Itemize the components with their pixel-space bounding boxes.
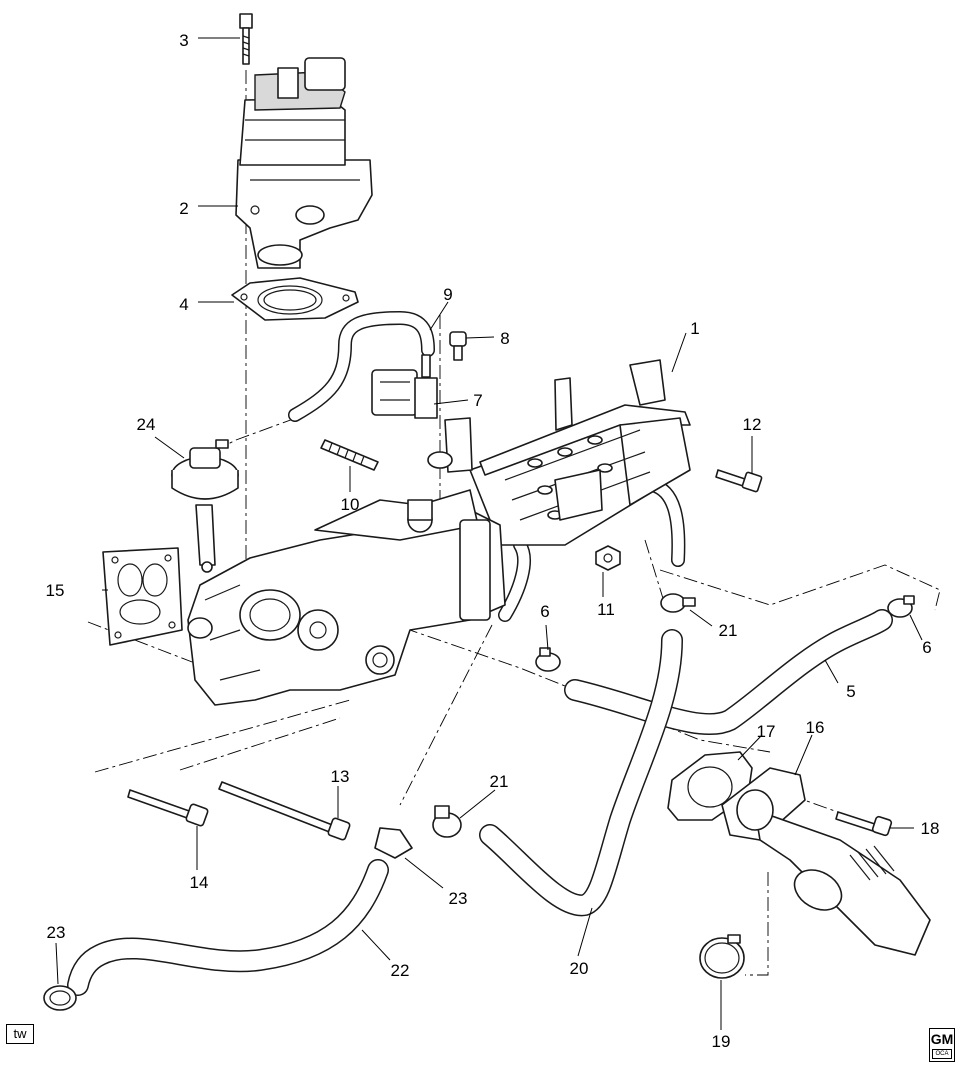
callout-label: 18 bbox=[921, 819, 940, 838]
egr-valve bbox=[235, 57, 373, 269]
screw-8 bbox=[449, 331, 467, 361]
pipe-16 bbox=[721, 767, 931, 956]
logo-mark: GM bbox=[930, 1031, 954, 1047]
callout-label: 22 bbox=[391, 961, 410, 980]
view-tag: tw bbox=[6, 1024, 34, 1044]
callout-label: 23 bbox=[449, 889, 468, 908]
callout-label: 11 bbox=[597, 600, 615, 619]
callout-label: 16 bbox=[806, 718, 825, 737]
gm-logo: GM OCA bbox=[929, 1028, 955, 1062]
callout-labels: 1 2 3 4 5 6 6 7 8 9 10 11 12 13 14 15 16… bbox=[46, 31, 940, 1051]
bolt-3 bbox=[239, 13, 253, 65]
egr-cooler-1 bbox=[444, 359, 691, 546]
callout-label: 21 bbox=[719, 621, 738, 640]
callout-label: 6 bbox=[922, 638, 931, 657]
callout-label: 23 bbox=[47, 923, 66, 942]
callout-label: 10 bbox=[341, 495, 360, 514]
callout-label: 9 bbox=[443, 285, 452, 304]
gasket-15 bbox=[102, 547, 183, 646]
hose-22 bbox=[67, 859, 389, 996]
callout-label: 13 bbox=[331, 767, 350, 786]
callout-label: 14 bbox=[190, 873, 209, 892]
callout-label: 21 bbox=[490, 772, 509, 791]
clamp-23-lower bbox=[43, 985, 77, 1011]
callout-label: 15 bbox=[46, 581, 65, 600]
bolt-18 bbox=[835, 811, 893, 837]
callout-label: 19 bbox=[712, 1032, 731, 1051]
vacuum-actuator-24 bbox=[171, 439, 239, 573]
clamp-23-upper bbox=[374, 827, 413, 859]
hose-20 bbox=[479, 629, 683, 917]
callout-label: 6 bbox=[540, 602, 549, 621]
callout-label: 3 bbox=[179, 31, 188, 50]
leader-lines bbox=[55, 37, 923, 1030]
clamp-6-right bbox=[887, 595, 915, 618]
bolt-12 bbox=[715, 469, 763, 493]
logo-sub: OCA bbox=[932, 1049, 952, 1059]
clamp-21-upper bbox=[660, 593, 696, 613]
clamp-19 bbox=[699, 934, 745, 979]
callout-label: 24 bbox=[137, 415, 156, 434]
callout-label: 8 bbox=[500, 329, 509, 348]
nut-11 bbox=[595, 545, 621, 571]
callout-label: 4 bbox=[179, 295, 188, 314]
stud-10 bbox=[320, 439, 379, 471]
clamp-6-left bbox=[535, 647, 561, 672]
callout-label: 17 bbox=[757, 722, 776, 741]
clamp-21-lower bbox=[432, 805, 462, 838]
egr-housing bbox=[187, 451, 506, 706]
callout-label: 12 bbox=[743, 415, 762, 434]
callout-label: 5 bbox=[846, 682, 855, 701]
bolt-13 bbox=[218, 781, 351, 841]
callout-label: 7 bbox=[473, 391, 482, 410]
solenoid-7 bbox=[371, 354, 438, 419]
hose-9 bbox=[288, 311, 435, 422]
callout-label: 1 bbox=[690, 319, 699, 338]
callout-label: 2 bbox=[179, 199, 188, 218]
bolt-14 bbox=[127, 789, 209, 827]
gasket-4 bbox=[231, 277, 359, 321]
callout-label: 20 bbox=[570, 959, 589, 978]
